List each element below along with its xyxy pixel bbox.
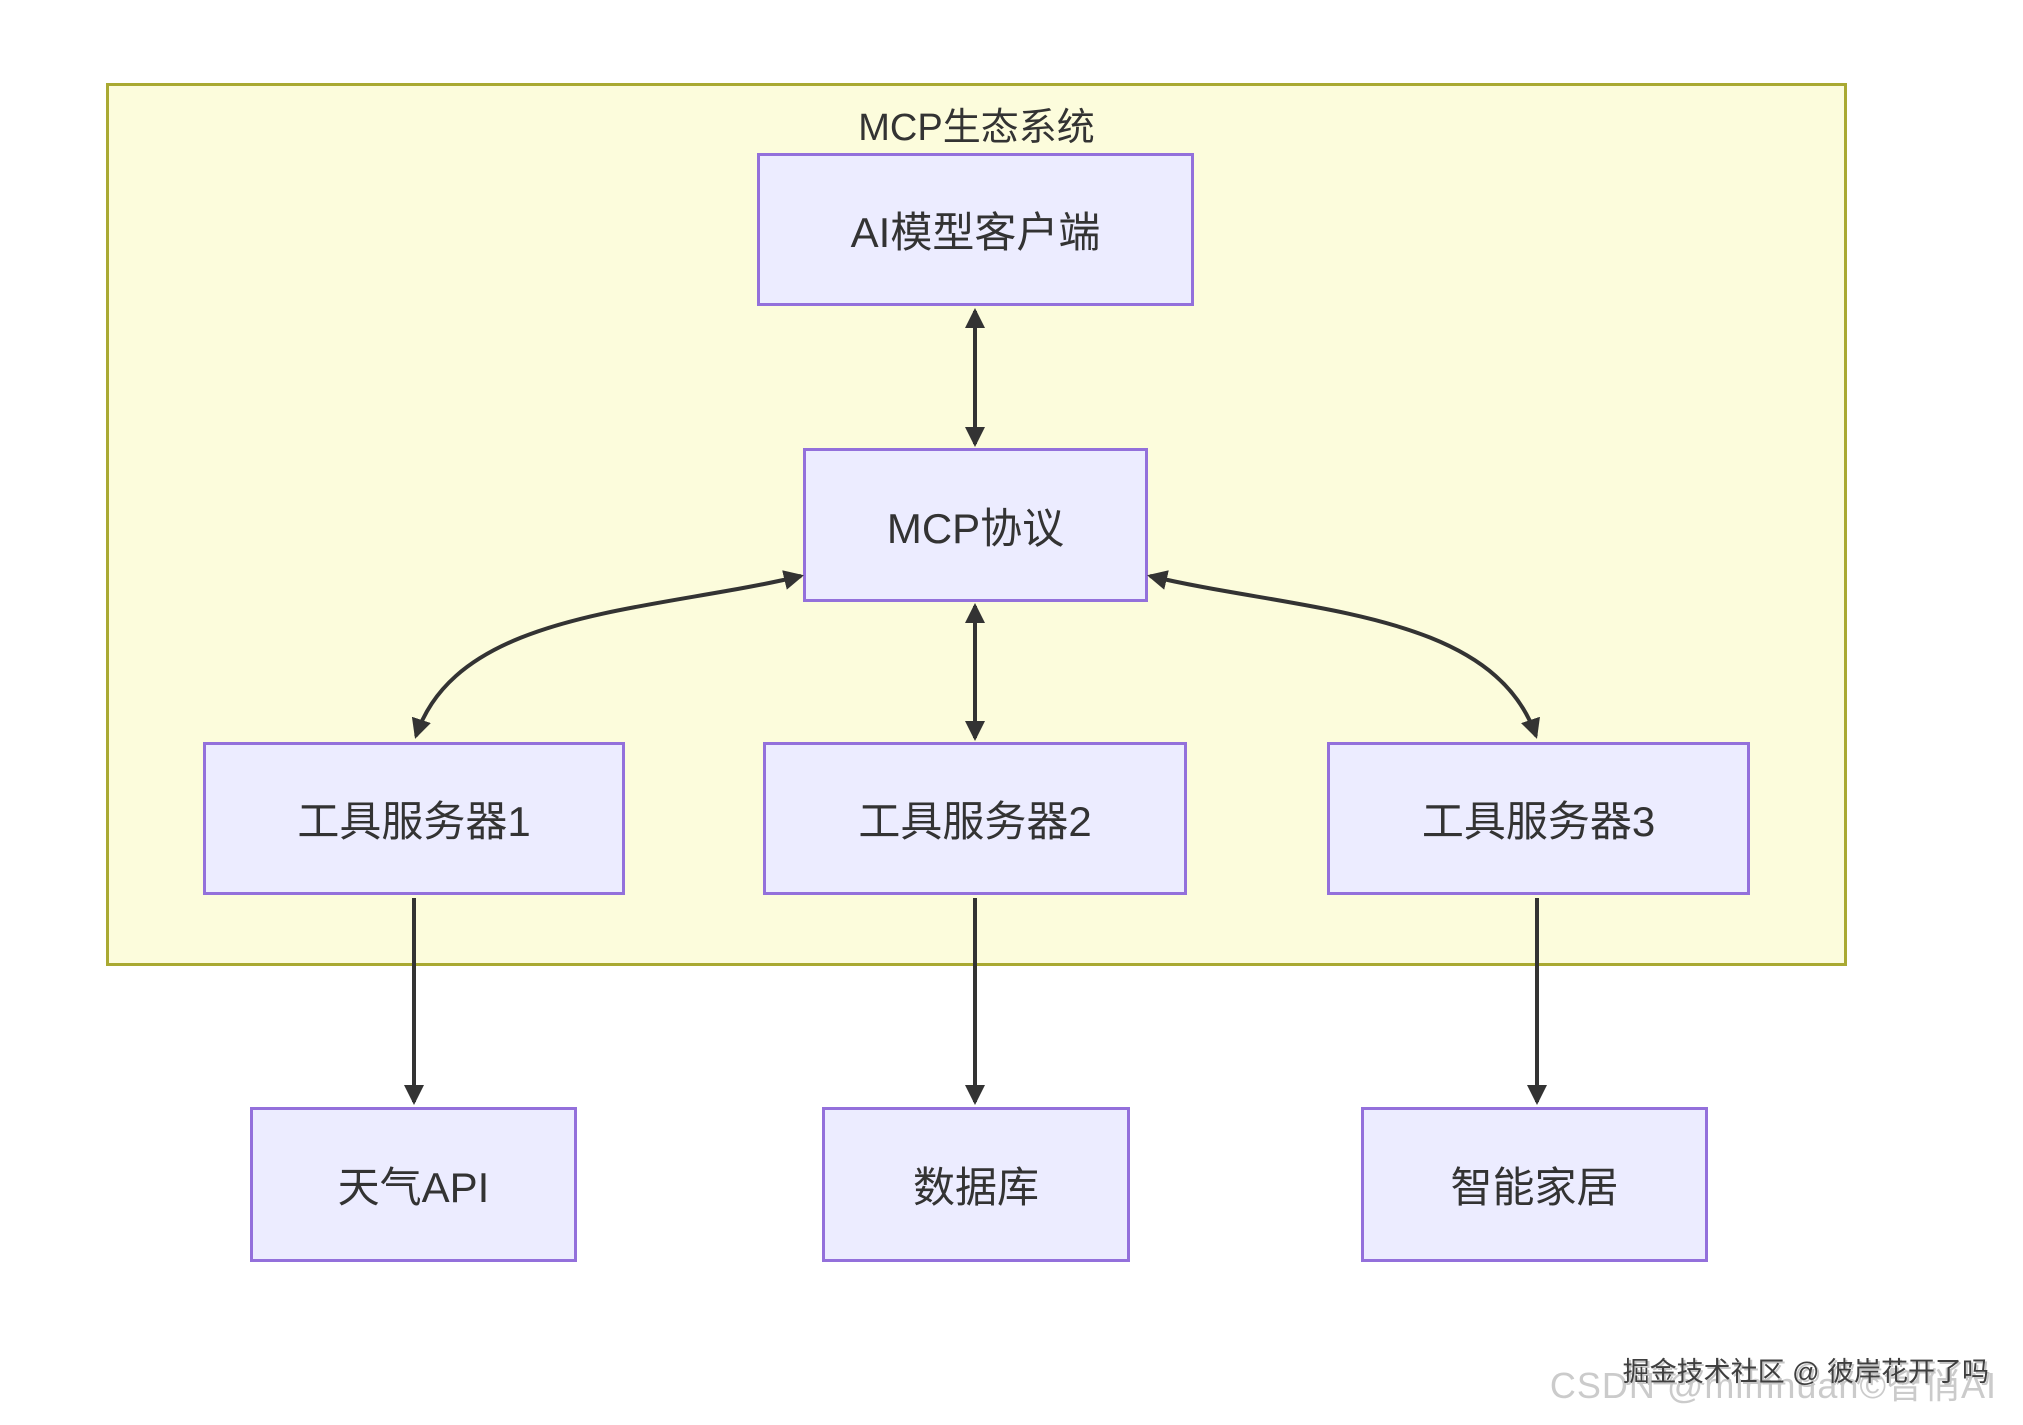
container-title: MCP生态系统: [858, 107, 1095, 149]
csdn-watermark: CSDN @mimnuan©智俏AI: [1549, 1365, 1997, 1406]
node-ai-client: AI模型客户端: [757, 153, 1194, 306]
node-mcp-protocol: MCP协议: [803, 448, 1148, 602]
node-weather-api: 天气API: [250, 1107, 577, 1262]
juejin-watermark: 掘金技术社区 @ 彼岸花开了吗: [1622, 1357, 1989, 1387]
node-tool-server-3: 工具服务器3: [1327, 742, 1750, 895]
node-smart-home: 智能家居: [1361, 1107, 1708, 1262]
node-tool-server-2: 工具服务器2: [763, 742, 1187, 895]
node-database: 数据库: [822, 1107, 1130, 1262]
node-tool-server-1: 工具服务器1: [203, 742, 625, 895]
